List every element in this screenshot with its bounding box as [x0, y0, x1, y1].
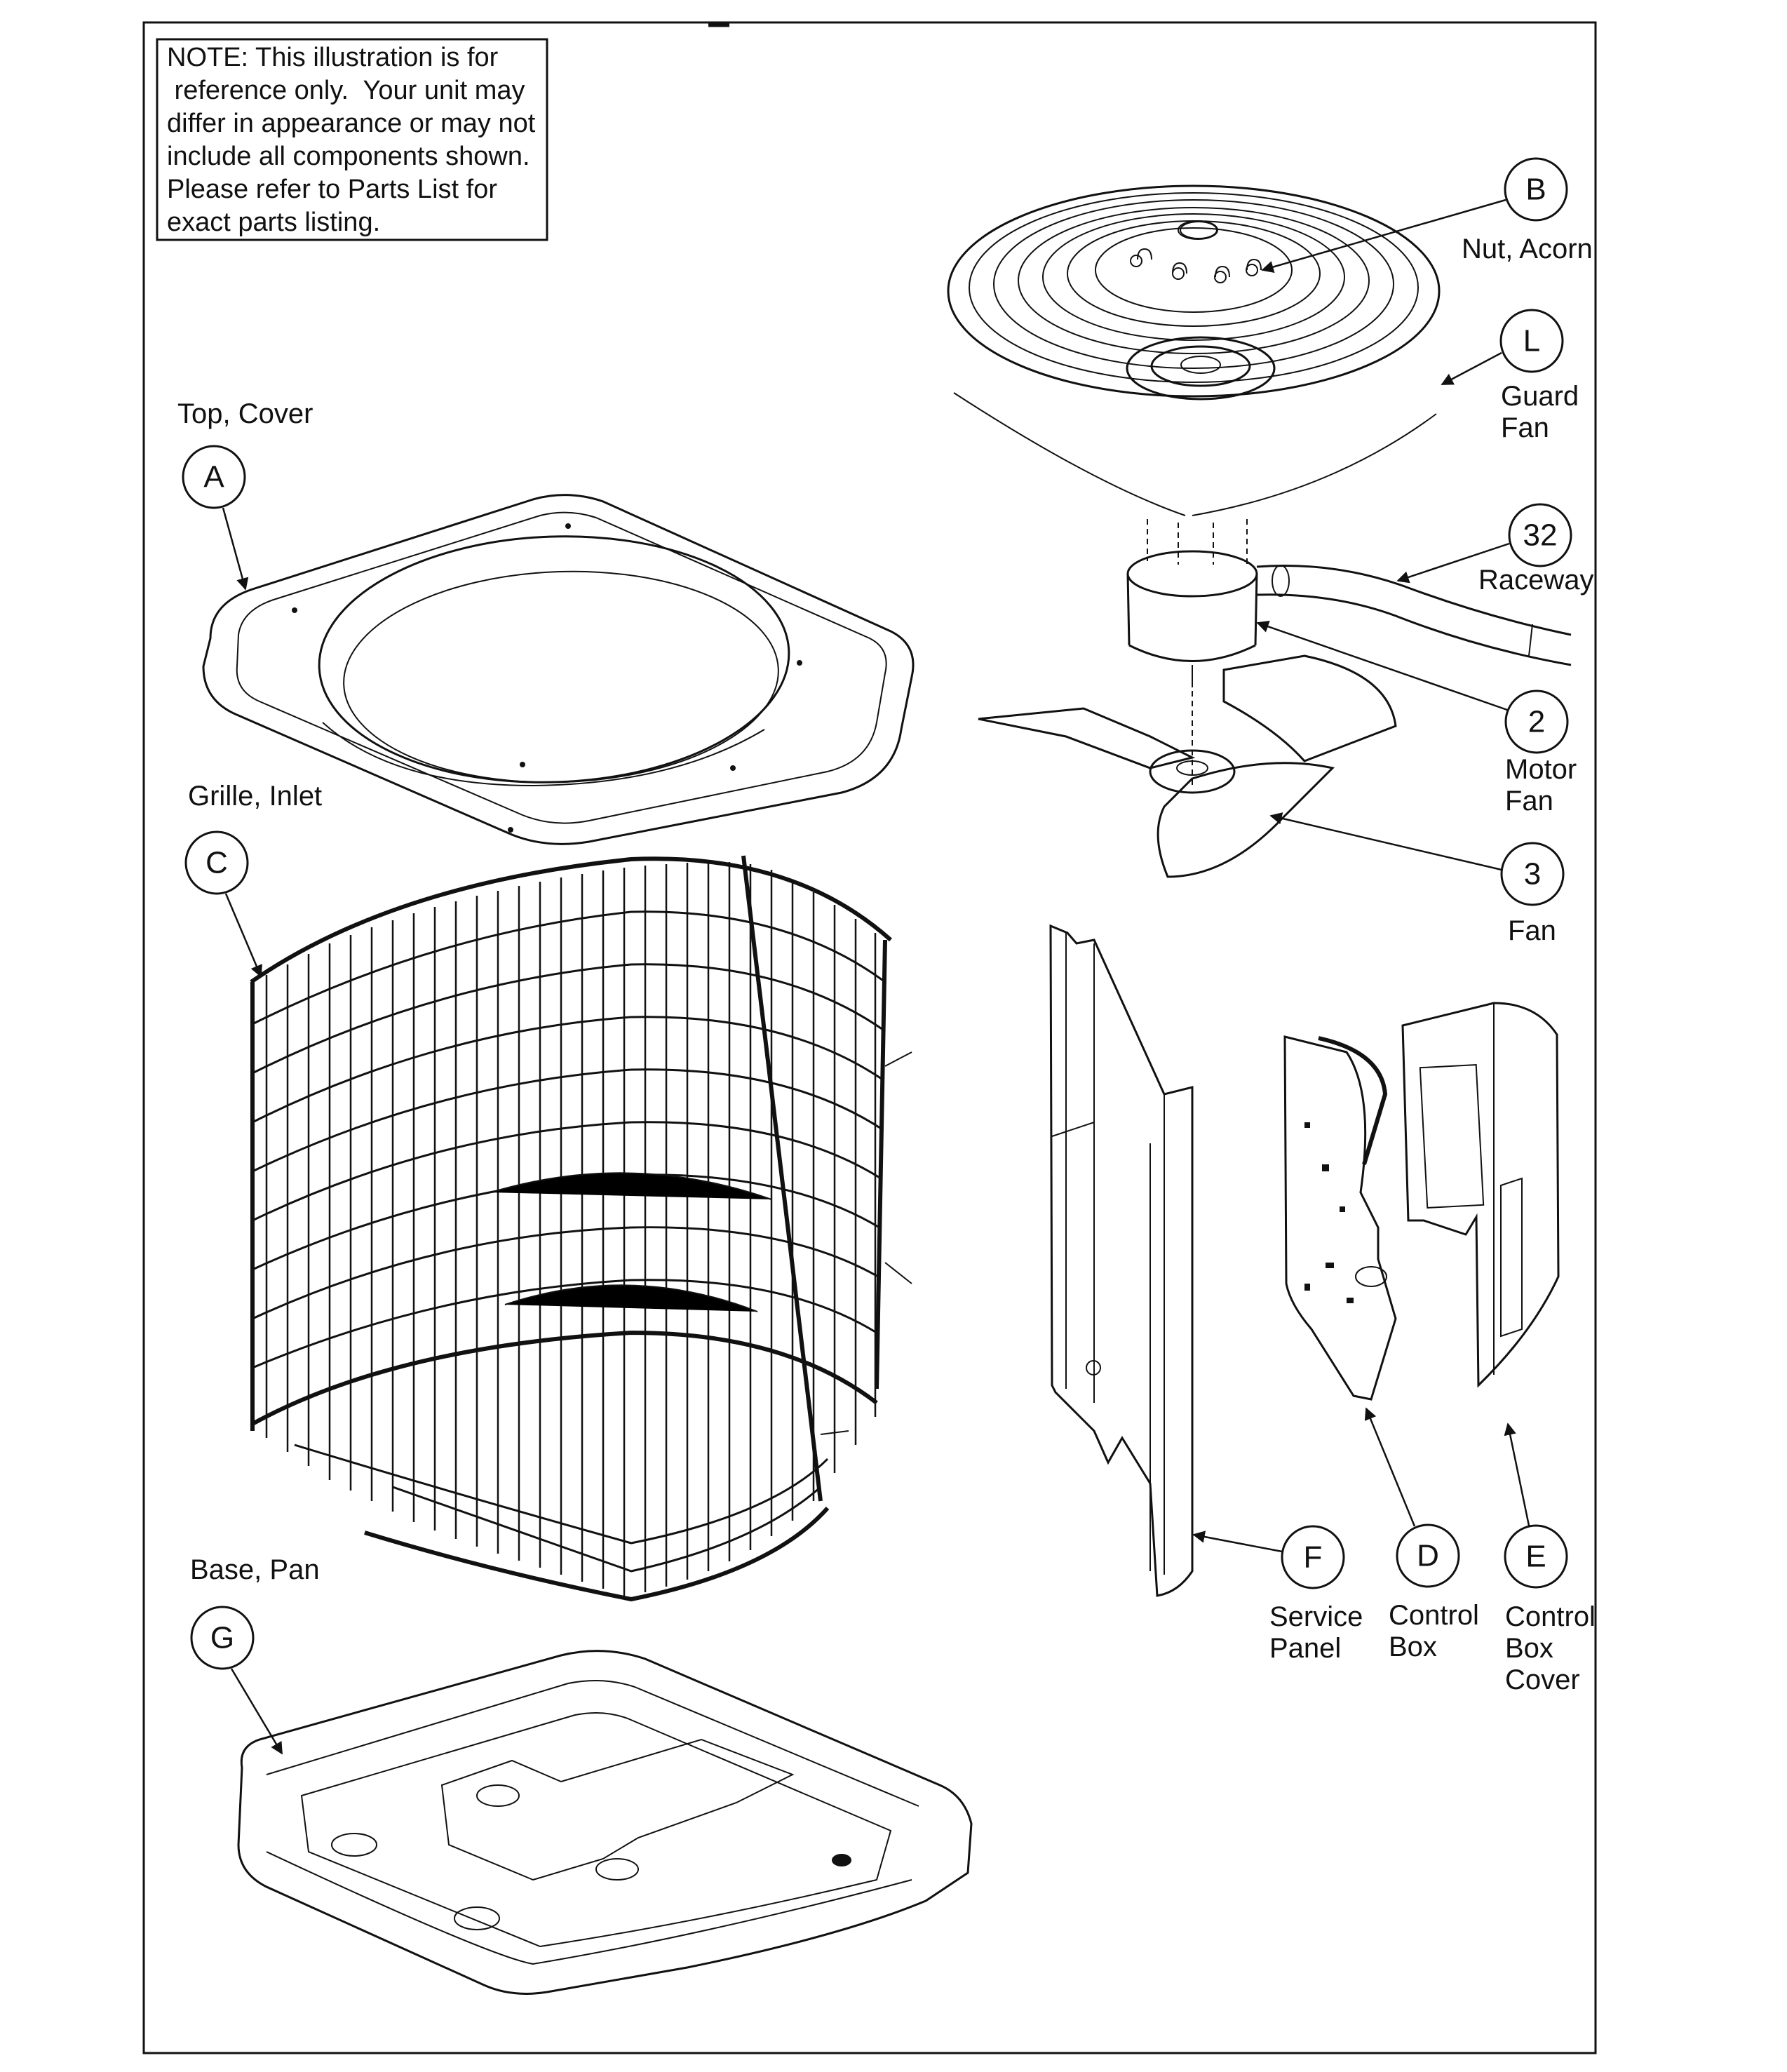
part-label-control-box-cover: Control — [1505, 1601, 1596, 1632]
callout-2: 2 — [1256, 620, 1569, 754]
leader-line — [1364, 1407, 1416, 1527]
note-line: include all components shown. — [167, 142, 530, 171]
callout-letter: 3 — [1524, 857, 1541, 892]
fan-blade-drawing — [978, 654, 1397, 878]
callout-3: 3 — [1269, 812, 1565, 906]
part-label-service-panel: Service — [1269, 1601, 1363, 1632]
part-label-inlet-grille: Grille, Inlet — [188, 781, 322, 812]
callout-c: C — [184, 830, 262, 978]
leader-line — [224, 893, 262, 978]
note-line: reference only. Your unit may — [167, 76, 525, 105]
callout-letter: F — [1304, 1540, 1323, 1575]
leader-line — [1504, 1422, 1530, 1526]
callout-letter: D — [1417, 1539, 1439, 1573]
control-box-drawing — [1283, 1035, 1397, 1401]
top-cover-drawing — [202, 494, 915, 845]
fan-guard-drawing — [947, 184, 1441, 516]
part-label-control-box: Control — [1389, 1600, 1479, 1631]
control-box-cover-drawing — [1401, 1002, 1560, 1388]
note-box: NOTE: This illustration is for reference… — [156, 38, 548, 241]
part-label-fan-motor: Motor — [1505, 754, 1577, 785]
leader-line — [1261, 199, 1506, 274]
callout-f: F — [1192, 1525, 1345, 1589]
note-line: NOTE: This illustration is for — [167, 43, 499, 72]
leader-line — [230, 1668, 283, 1755]
callout-letter: A — [203, 460, 224, 495]
callout-letter: C — [205, 846, 228, 880]
callout-a: A — [182, 445, 249, 591]
callout-letter: B — [1525, 173, 1546, 207]
service-panel-drawing — [1049, 924, 1194, 1597]
callout-letter: G — [210, 1621, 234, 1655]
part-label-service-panel: Panel — [1269, 1633, 1341, 1664]
part-label-acorn-nut: Nut, Acorn — [1462, 234, 1593, 264]
part-label-control-box-cover: Box — [1505, 1633, 1553, 1664]
part-label-top-cover: Top, Cover — [177, 398, 313, 429]
leader-line — [1396, 542, 1510, 584]
callout-d: D — [1364, 1407, 1460, 1588]
note-line: differ in appearance or may not — [167, 109, 536, 138]
acorn-nut-drawing — [1137, 221, 1262, 278]
leader-line — [1269, 812, 1502, 871]
leader-line — [1256, 620, 1508, 711]
part-label-base-pan: Base, Pan — [190, 1554, 320, 1585]
callout-b: B — [1261, 157, 1568, 274]
callout-letter: 2 — [1528, 705, 1545, 739]
fan-motor-drawing — [1126, 519, 1258, 786]
callout-g: G — [190, 1606, 283, 1755]
callout-32: 32 — [1396, 503, 1572, 584]
leader-line — [222, 507, 249, 591]
callout-letter: E — [1525, 1540, 1546, 1574]
note-line: Please refer to Parts List for — [167, 175, 497, 204]
part-label-fan-guard: Guard — [1501, 381, 1579, 412]
inlet-grille-drawing — [250, 855, 912, 1602]
base-pan-drawing — [237, 1650, 973, 1995]
page-frame — [142, 21, 1597, 2054]
callout-letter: L — [1523, 324, 1540, 358]
callout-e: E — [1504, 1422, 1568, 1589]
note-line: exact parts listing. — [167, 208, 380, 237]
leader-line — [1441, 351, 1502, 386]
callout-letter: 32 — [1523, 518, 1558, 553]
part-label-fan: Fan — [1508, 915, 1556, 946]
part-label-control-box-cover: Cover — [1505, 1664, 1580, 1695]
part-label-fan-guard: Fan — [1501, 412, 1549, 443]
leader-line — [1192, 1531, 1283, 1553]
part-label-raceway: Raceway — [1478, 565, 1594, 596]
callout-l: L — [1441, 309, 1564, 386]
raceway-drawing — [1256, 565, 1572, 666]
part-label-fan-motor: Fan — [1505, 786, 1553, 816]
part-label-control-box: Box — [1389, 1632, 1437, 1662]
